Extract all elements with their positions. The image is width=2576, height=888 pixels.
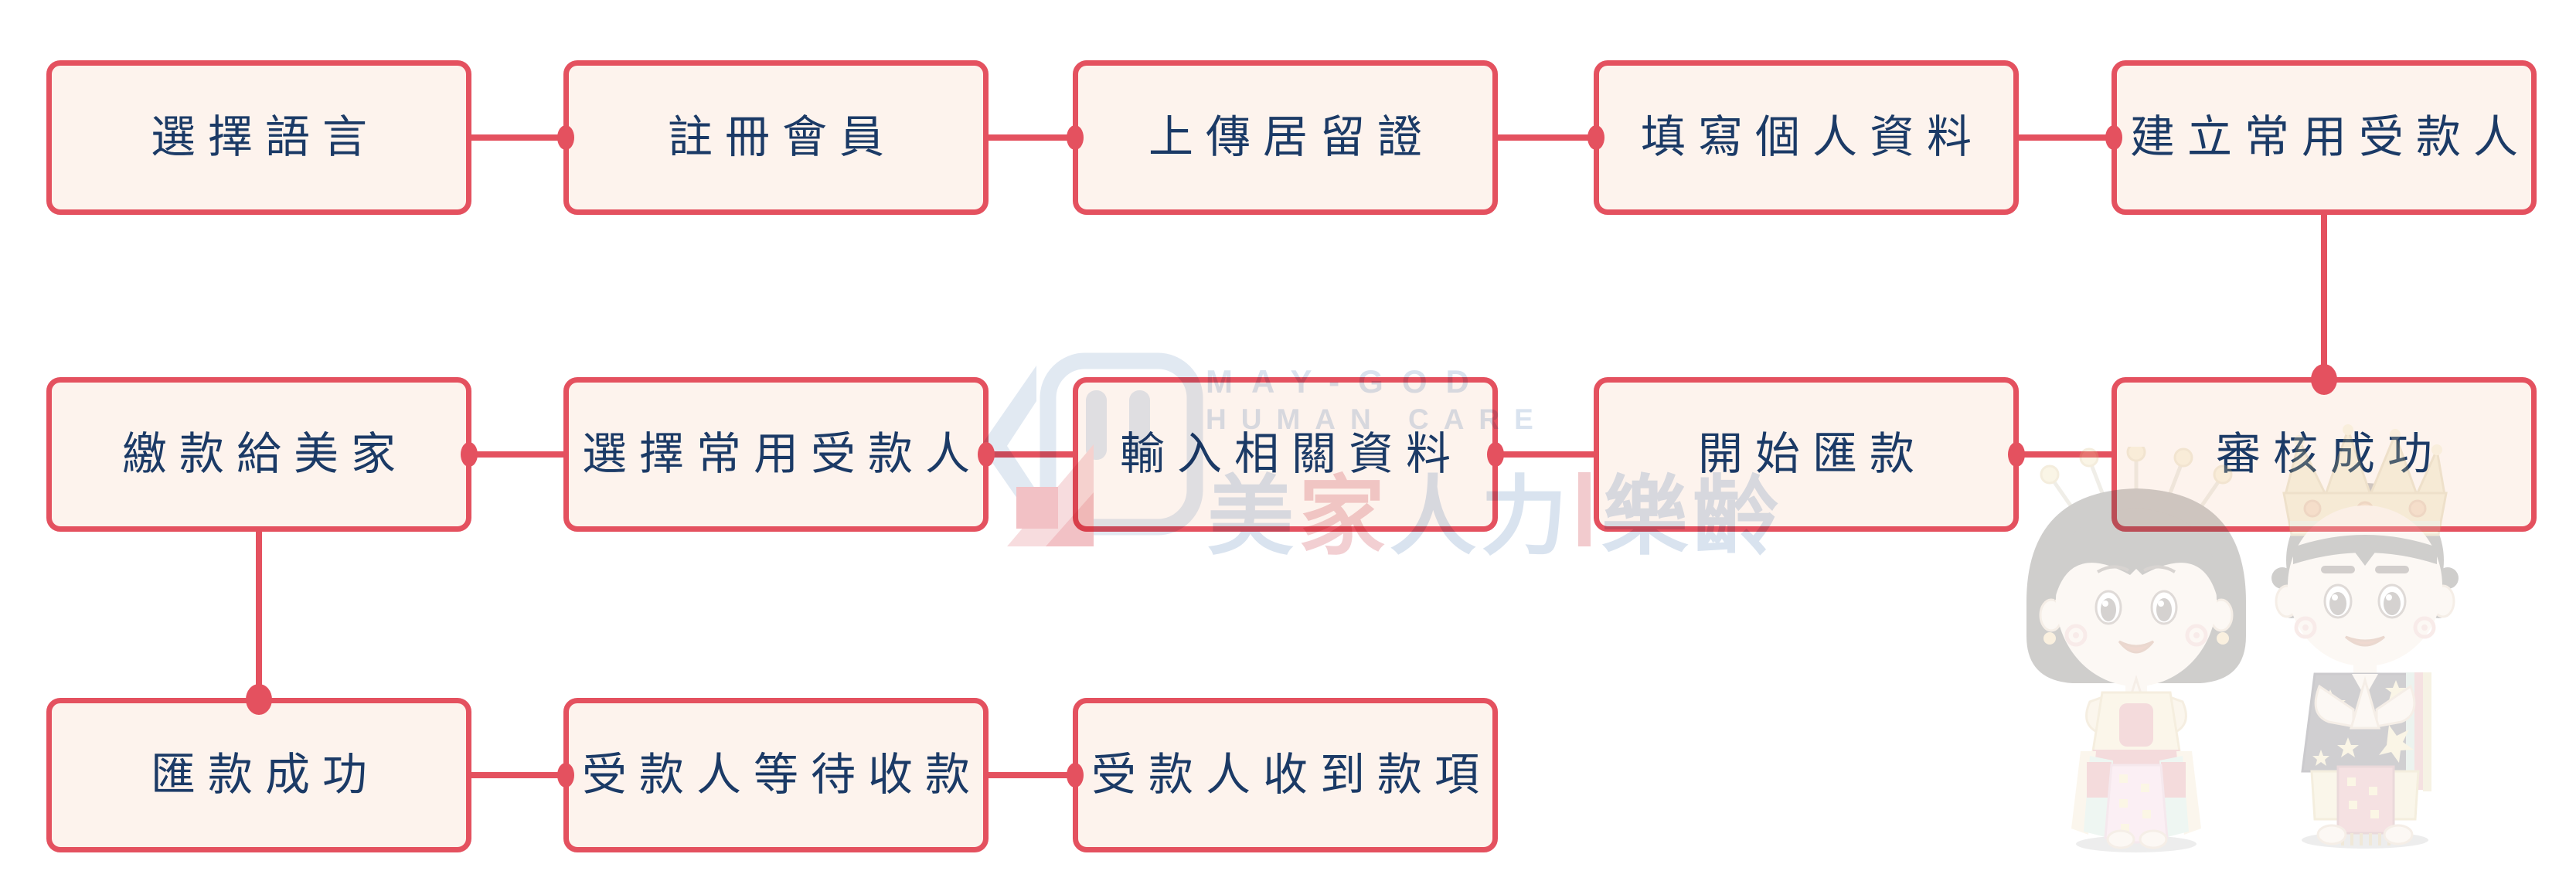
flow-step-create-frequent-payee: 建立常用受款人 bbox=[2112, 60, 2537, 215]
flow-step-label: 審核成功 bbox=[2215, 429, 2445, 479]
flow-step-payee-received-funds: 受款人收到款項 bbox=[1073, 698, 1498, 852]
flow-step-label: 受款人收到款項 bbox=[1091, 750, 1492, 800]
flow-step-remittance-success: 匯款成功 bbox=[46, 698, 471, 852]
flow-step-payee-awaiting-funds: 受款人等待收款 bbox=[563, 698, 989, 852]
flow-step-label: 選擇常用受款人 bbox=[581, 429, 982, 479]
flow-step-review-approved: 審核成功 bbox=[2112, 377, 2537, 532]
flow-step-label: 上傳居留證 bbox=[1148, 112, 1434, 162]
flow-step-label: 匯款成功 bbox=[150, 750, 379, 800]
flow-step-label: 填寫個人資料 bbox=[1640, 112, 1984, 162]
connector-dot bbox=[246, 125, 2337, 788]
flow-step-label: 受款人等待收款 bbox=[581, 750, 982, 800]
flow-step-pay-to-may-god: 繳款給美家 bbox=[46, 377, 471, 532]
flow-step-select-language: 選擇語言 bbox=[46, 60, 471, 215]
flow-step-label: 選擇語言 bbox=[150, 112, 379, 162]
flow-step-register-member: 註冊會員 bbox=[563, 60, 989, 215]
flow-step-start-remittance: 開始匯款 bbox=[1594, 377, 2019, 532]
flow-step-label: 註冊會員 bbox=[667, 112, 897, 162]
flow-step-label: 開始匯款 bbox=[1697, 429, 1927, 479]
flow-step-label: 建立常用受款人 bbox=[2129, 112, 2530, 162]
flow-step-label: 繳款給美家 bbox=[121, 429, 408, 479]
flow-step-fill-personal-info: 填寫個人資料 bbox=[1594, 60, 2019, 215]
flow-step-choose-frequent-payee: 選擇常用受款人 bbox=[563, 377, 989, 532]
flow-step-upload-residence-permit: 上傳居留證 bbox=[1073, 60, 1498, 215]
